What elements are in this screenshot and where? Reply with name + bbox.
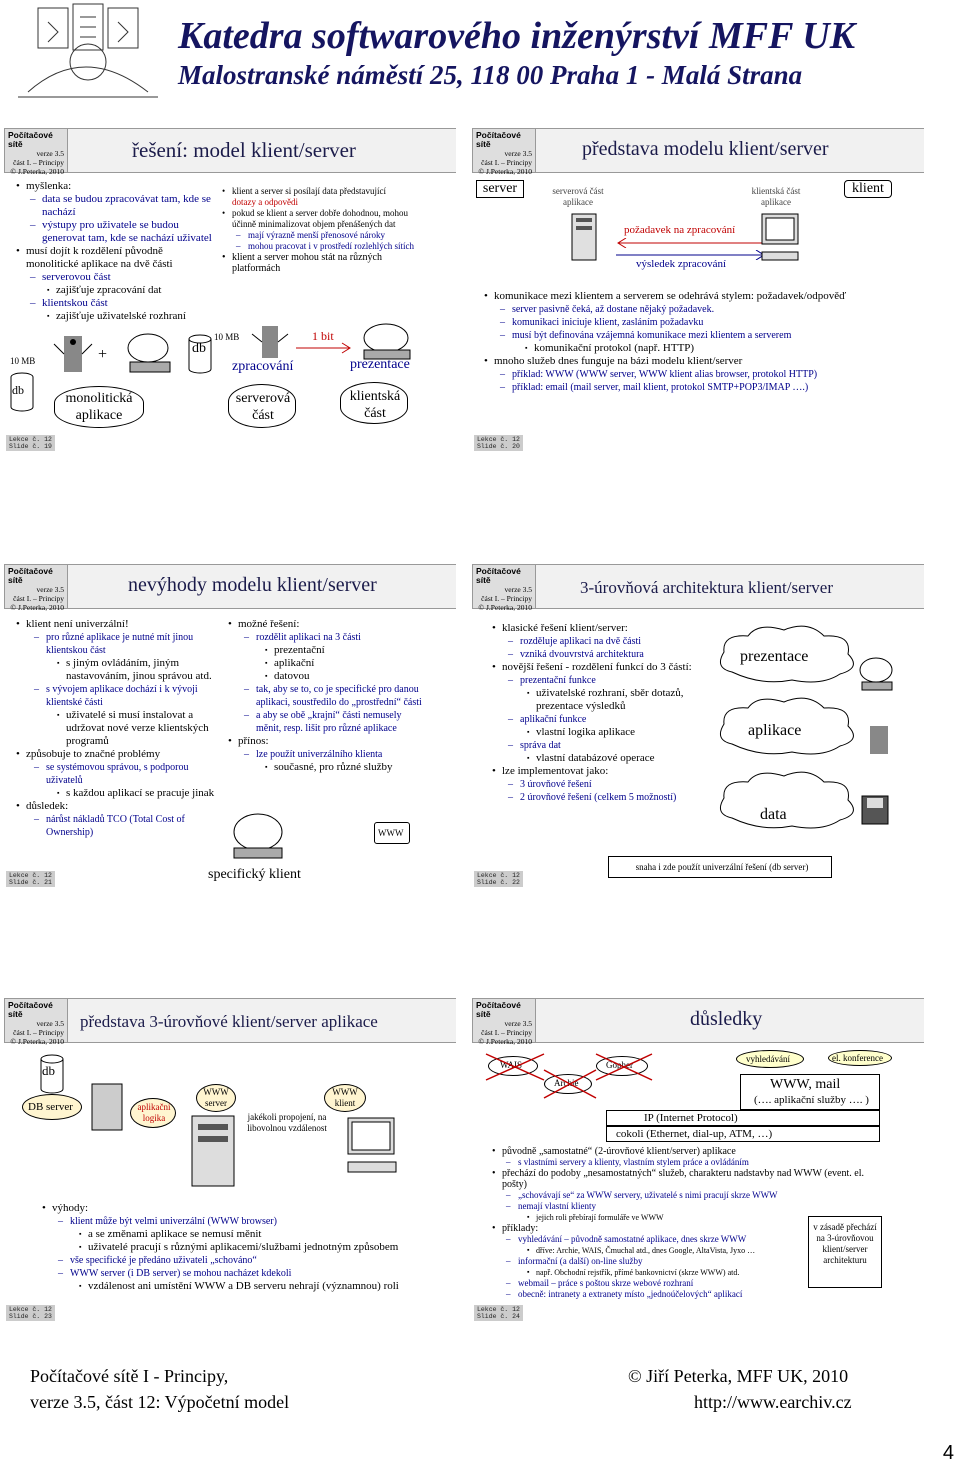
database-icon [10,372,34,412]
slide-title: představa modelu klient/server [582,138,829,160]
data-cloud [719,771,854,829]
server-icon [870,726,888,754]
user-pc-icon [363,323,411,360]
slide-title: řešení: model klient/server [132,138,356,162]
request-arrow-icon [617,238,766,248]
server-tower-icon [191,1115,235,1187]
server-icon [251,326,289,358]
database-icon [188,334,212,374]
server-icon [53,336,93,372]
floppy-disk-icon [861,795,889,825]
user-pc-icon [127,333,171,373]
slide-title: nevýhody modelu klient/server [128,574,377,596]
user-icon [859,657,893,691]
server-tower-icon [91,1083,123,1131]
presentation-cloud [719,625,854,683]
header-subtitle: Malostranské náměstí 25, 118 00 Praha 1 … [178,60,803,90]
server-tower-icon [571,213,597,261]
application-cloud [719,697,854,755]
client-part-label: klientská část [349,389,401,421]
slide-title: 3-úrovňová architektura klient/server [580,578,834,597]
footer-course: Počítačové sítě I - Principy, [30,1366,229,1386]
footer-author: © Jiří Peterka, MFF UK, 2010 [628,1366,849,1386]
faculty-seal [18,3,158,98]
monolithic-app-box [54,386,144,428]
page-number: 4 [942,1442,954,1464]
user-icon [233,813,283,859]
server-part-label: serverová část [235,391,291,423]
pc-icon [761,213,799,261]
slide-title: představa 3-úrovňové klient/server aplik… [80,1012,378,1031]
crossed-out-icon [485,1053,653,1099]
pc-icon [347,1117,397,1173]
footer-version: verze 3.5, část 12: Výpočetní model [30,1392,290,1412]
slide-title: důsledky [690,1008,763,1030]
header-title: Katedra softwarového inženýrství MFF UK [178,15,856,57]
database-icon [40,1054,64,1094]
footer-url: http://www.earchiv.cz [694,1392,852,1412]
arrow-icon [296,342,351,354]
